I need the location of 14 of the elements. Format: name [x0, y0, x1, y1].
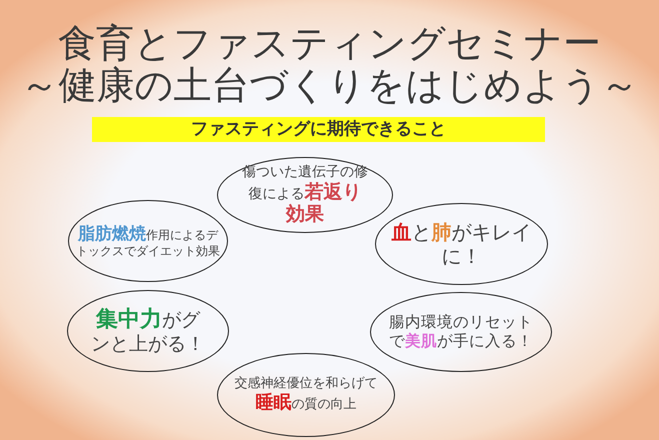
ellipse-bubble	[375, 203, 548, 285]
heading-band	[92, 117, 545, 142]
heading-text: ファスティングに期待できること	[190, 119, 447, 140]
ellipse-bubble	[370, 292, 552, 372]
bubble-text: 集中力がグンと上がる！	[90, 306, 206, 356]
ellipse-bubble	[67, 290, 229, 372]
bubble-text: 交感神経優位を和らげて睡眠の質の向上	[234, 376, 378, 414]
bubble-text: 傷ついた遺伝子の修復による若返り効果	[241, 164, 369, 226]
bubble-text: 血と肺がキレイに！	[390, 220, 532, 268]
ellipse-bubble	[68, 200, 228, 282]
bubble-text: 脂肪燃焼作用によるデトックスでダイエット効果	[76, 224, 220, 258]
ellipse-bubble	[217, 157, 393, 233]
ellipse-bubble	[217, 353, 395, 437]
bubble-text: 腸内環境のリセットで美肌が手に入る！	[388, 313, 534, 351]
